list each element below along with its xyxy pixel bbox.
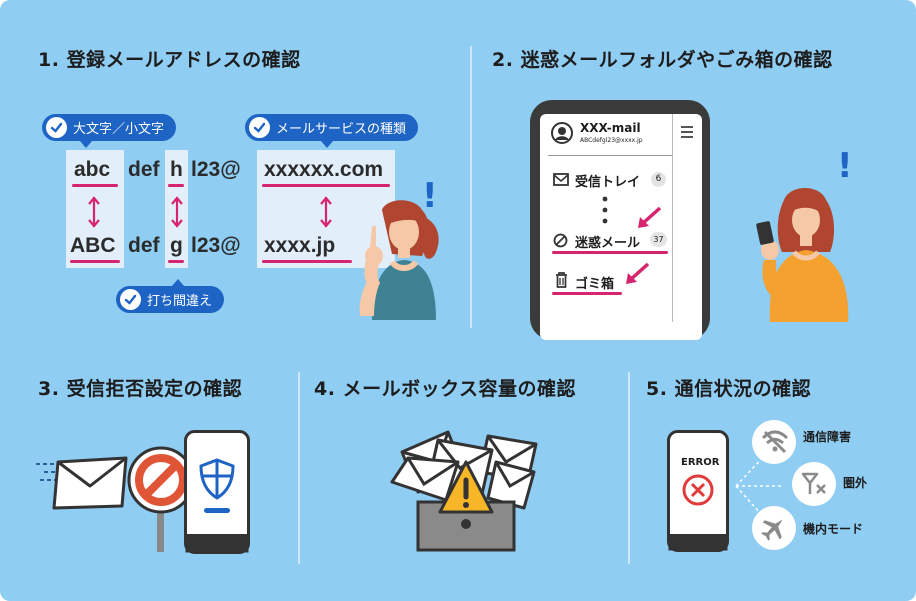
badge-case-label: 大文字／小文字 xyxy=(73,122,165,137)
vertical-divider-bottom-left xyxy=(298,372,300,564)
mail-account: ABCdefgl23@xxxx.jp xyxy=(580,137,643,144)
smartphone-shield-icon xyxy=(184,430,250,554)
folder-trash-label[interactable]: ゴミ箱 xyxy=(575,277,615,292)
underline-bottom-case xyxy=(70,260,120,263)
vertical-divider-top xyxy=(470,46,472,328)
side-divider xyxy=(672,114,673,322)
check-icon xyxy=(120,289,141,310)
email-bottom-mid: def xyxy=(128,234,160,257)
inbox-icon xyxy=(553,173,569,186)
double-arrow-icon xyxy=(171,196,183,228)
section-4-heading: 4. メールボックス容量の確認 xyxy=(314,378,577,400)
mailbox-full-icon xyxy=(390,430,538,552)
mail-app-name: XXX-mail xyxy=(580,121,641,135)
check-icon xyxy=(46,117,67,138)
folder-spam-count: 37 xyxy=(650,232,667,247)
trash-icon xyxy=(556,272,567,288)
badge-case: 大文字／小文字 xyxy=(42,114,177,148)
no-entry-sign-icon xyxy=(127,446,195,552)
folder-inbox-count: 6 xyxy=(651,172,666,187)
pointer-arrow-icon xyxy=(638,206,662,228)
smartphone-error-icon xyxy=(667,430,729,552)
badge-service-label: メールサービスの種類 xyxy=(276,122,407,137)
email-top-rest: l23@ xyxy=(191,158,241,181)
pointer-arrow-icon xyxy=(626,262,650,284)
spam-block-icon xyxy=(553,233,568,248)
hamburger-menu-icon[interactable] xyxy=(680,126,694,138)
email-bottom-rest: l23@ xyxy=(191,234,241,257)
email-top-domain: xxxxxx.com xyxy=(264,158,384,181)
email-top-case: abc xyxy=(74,158,111,181)
section-1-heading: 1. 登録メールアドレスの確認 xyxy=(38,49,301,71)
airplane-mode-label: 機内モード xyxy=(803,522,864,536)
email-bottom-typo: g xyxy=(170,234,183,257)
underline-trash xyxy=(552,292,622,295)
underline-spam xyxy=(552,251,668,254)
underline-bottom-typo xyxy=(168,260,184,263)
section-3-heading: 3. 受信拒否設定の確認 xyxy=(38,378,243,400)
double-arrow-icon xyxy=(320,196,332,228)
error-label: ERROR xyxy=(681,457,720,468)
badge-typo-label: 打ち間違え xyxy=(147,294,213,309)
underline-bottom-domain xyxy=(262,260,352,263)
header-divider xyxy=(548,155,672,156)
email-top-mid: def xyxy=(128,158,160,181)
antenna-off-circle xyxy=(792,462,836,506)
badge-service: メールサービスの種類 xyxy=(245,114,419,148)
check-icon xyxy=(249,117,270,138)
vertical-divider-bottom-right xyxy=(628,372,630,564)
badge-typo: 打ち間違え xyxy=(116,279,225,313)
ellipsis-icon xyxy=(602,196,608,224)
exclamation-mark: ! xyxy=(422,176,438,216)
double-arrow-icon xyxy=(88,196,100,228)
section-2-heading: 2. 迷惑メールフォルダやごみ箱の確認 xyxy=(492,49,833,71)
avatar-icon xyxy=(551,122,573,144)
underline-top-domain xyxy=(262,184,390,187)
airplane-icon xyxy=(761,519,783,541)
smartphone-frame xyxy=(530,100,710,340)
folder-inbox-label[interactable]: 受信トレイ xyxy=(575,175,641,190)
email-top-typo: h xyxy=(170,158,183,181)
exclamation-mark: ! xyxy=(837,146,853,186)
woman-pointing-illustration xyxy=(359,200,439,320)
underline-top-case xyxy=(72,184,118,187)
section-5-heading: 5. 通信状況の確認 xyxy=(646,378,812,400)
folder-spam-label[interactable]: 迷惑メール xyxy=(575,236,641,251)
network-outage-label: 通信障害 xyxy=(803,430,852,444)
woman-phone-illustration xyxy=(756,188,849,322)
email-bottom-domain: xxxx.jp xyxy=(264,234,336,257)
email-bottom-case: ABC xyxy=(70,234,116,257)
underline-top-typo xyxy=(168,184,184,187)
no-signal-icon xyxy=(761,430,789,454)
envelope-icon xyxy=(52,456,128,510)
out-of-range-label: 圏外 xyxy=(843,476,868,490)
antenna-off-icon xyxy=(801,472,826,494)
